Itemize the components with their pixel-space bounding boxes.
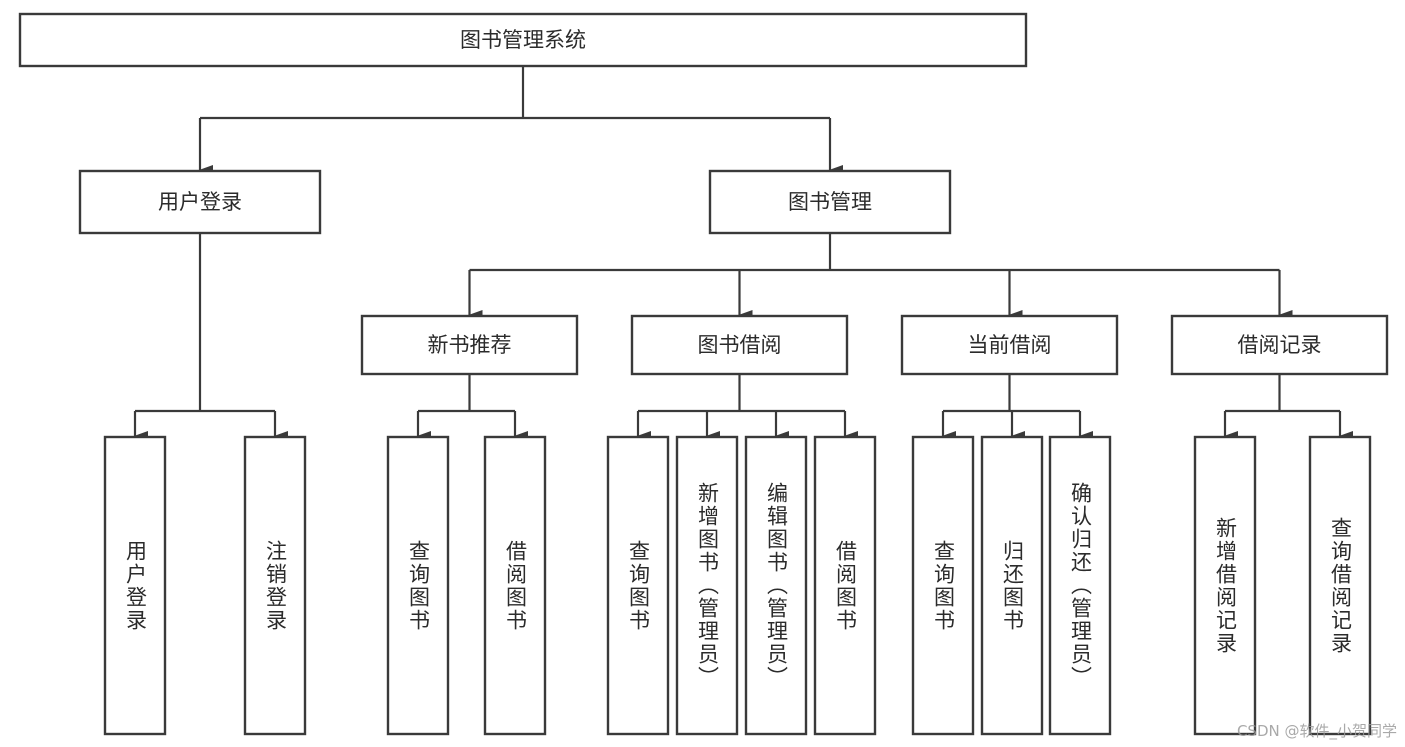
node-leaf-confirm-return-admin[interactable] bbox=[1048, 435, 1112, 736]
node-leaf-user-login[interactable] bbox=[103, 435, 167, 736]
node-leaf-return-book[interactable] bbox=[980, 435, 1044, 736]
node-leaf-query-borrow-record[interactable] bbox=[1308, 435, 1372, 736]
node-book-borrow[interactable]: 图书借阅 bbox=[630, 314, 849, 376]
node-box-new-book-recommend bbox=[360, 314, 579, 376]
node-label-user-login: 用户登录 bbox=[158, 190, 242, 214]
node-leaf-query-book-rec[interactable] bbox=[386, 435, 450, 736]
node-borrow-record[interactable]: 借阅记录 bbox=[1170, 314, 1389, 376]
node-box-user-login bbox=[78, 169, 322, 235]
watermark-text: CSDN @软件_小贺同学 bbox=[1236, 722, 1397, 740]
node-box-leaf-query-borrow-record bbox=[1308, 435, 1372, 736]
node-label-new-book-recommend: 新书推荐 bbox=[428, 333, 512, 357]
node-box-leaf-return-book bbox=[980, 435, 1044, 736]
node-book-manage[interactable]: 图书管理 bbox=[708, 169, 952, 235]
node-label-book-borrow: 图书借阅 bbox=[698, 333, 782, 357]
node-leaf-borrow-book-rec[interactable] bbox=[483, 435, 547, 736]
node-leaf-query-book-cur[interactable] bbox=[911, 435, 975, 736]
node-label-root: 图书管理系统 bbox=[460, 28, 586, 52]
node-box-borrow-record bbox=[1170, 314, 1389, 376]
node-box-current-borrow bbox=[900, 314, 1119, 376]
node-current-borrow[interactable]: 当前借阅 bbox=[900, 314, 1119, 376]
node-root[interactable]: 图书管理系统 bbox=[18, 12, 1028, 68]
node-box-leaf-add-book-admin bbox=[675, 435, 739, 736]
node-label-current-borrow: 当前借阅 bbox=[968, 333, 1052, 357]
node-box-book-manage bbox=[708, 169, 952, 235]
node-new-book-recommend[interactable]: 新书推荐 bbox=[360, 314, 579, 376]
node-box-leaf-confirm-return-admin bbox=[1048, 435, 1112, 736]
node-leaf-add-book-admin[interactable] bbox=[675, 435, 739, 736]
node-box-root bbox=[18, 12, 1028, 68]
node-leaf-query-book-borrow[interactable] bbox=[606, 435, 670, 736]
connectors-layer bbox=[133, 66, 1353, 441]
node-label-book-manage: 图书管理 bbox=[788, 190, 872, 214]
node-box-leaf-borrow-book-rec bbox=[483, 435, 547, 736]
node-label-borrow-record: 借阅记录 bbox=[1238, 333, 1322, 357]
node-box-leaf-borrow-book bbox=[813, 435, 877, 736]
node-box-leaf-edit-book-admin bbox=[744, 435, 808, 736]
node-leaf-borrow-book[interactable] bbox=[813, 435, 877, 736]
node-box-leaf-query-book-cur bbox=[911, 435, 975, 736]
node-box-leaf-user-logout bbox=[243, 435, 307, 736]
node-box-leaf-add-borrow-record bbox=[1193, 435, 1257, 736]
node-user-login[interactable]: 用户登录 bbox=[78, 169, 322, 235]
node-leaf-user-logout[interactable] bbox=[243, 435, 307, 736]
node-box-leaf-query-book-borrow bbox=[606, 435, 670, 736]
node-box-book-borrow bbox=[630, 314, 849, 376]
node-box-leaf-query-book-rec bbox=[386, 435, 450, 736]
node-leaf-add-borrow-record[interactable] bbox=[1193, 435, 1257, 736]
node-box-leaf-user-login bbox=[103, 435, 167, 736]
node-leaf-edit-book-admin[interactable] bbox=[744, 435, 808, 736]
